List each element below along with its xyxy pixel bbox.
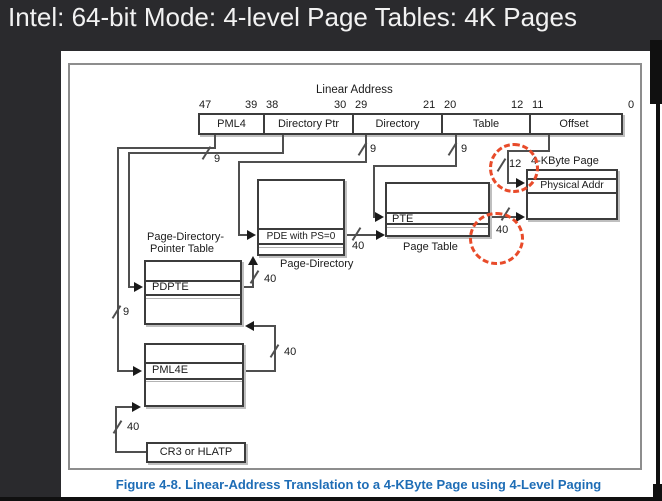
field-divider <box>263 115 265 133</box>
physical-addr-label: Physical Addr <box>540 179 604 191</box>
bit-label-30: 30 <box>334 99 347 111</box>
arrowhead <box>133 366 142 376</box>
connector-line <box>238 161 240 236</box>
page-directory-label: Page-Directory <box>280 258 354 270</box>
pdpte-entry-label: PDPTE <box>152 281 189 293</box>
connector-line <box>238 234 249 236</box>
arrowhead <box>247 230 256 240</box>
bit-label-47: 47 <box>199 99 212 111</box>
divider <box>146 280 240 282</box>
connector-line <box>117 370 135 372</box>
bus-width-pdpte-out: 40 <box>264 273 277 285</box>
bus-width-pml4e-out: 40 <box>284 346 297 358</box>
linear-address-box: PML4 Directory Ptr Directory Table Offse… <box>198 113 623 135</box>
arrowhead <box>376 230 385 240</box>
highlight-circle-offset <box>489 143 539 193</box>
figure-caption: Figure 4-8. Linear-Address Translation t… <box>115 477 602 492</box>
divider <box>259 247 343 248</box>
bit-label-21: 21 <box>423 99 436 111</box>
scrollbar-thumb[interactable] <box>650 40 662 104</box>
arrowhead <box>516 212 525 222</box>
connector-line <box>254 325 276 327</box>
field-divider <box>352 115 354 133</box>
field-divider <box>529 115 531 133</box>
divider <box>259 228 343 230</box>
arrowhead <box>248 256 258 265</box>
page-directory-box: PDE with PS=0 <box>257 179 345 256</box>
cr3-label: CR3 or HLATP <box>159 446 233 458</box>
scrollbar-track[interactable] <box>656 104 660 486</box>
arrowhead <box>132 402 141 412</box>
divider <box>387 223 488 225</box>
connector-line <box>455 135 457 167</box>
page-frame-label: 4-KByte Page <box>531 155 599 167</box>
bit-label-0: 0 <box>628 99 635 111</box>
connector-line <box>115 406 133 408</box>
arrowhead <box>134 282 143 292</box>
connector-line <box>115 451 147 453</box>
highlight-circle-pte <box>469 212 524 265</box>
connector-line <box>282 135 284 154</box>
divider <box>146 294 240 296</box>
connector-line <box>128 152 130 288</box>
bus-width-table: 9 <box>461 143 468 155</box>
pdpt-box: PDPTE <box>144 260 242 325</box>
pml4-table-box: PML4E <box>144 343 244 407</box>
pte-entry-label: PTE <box>392 213 414 225</box>
la-field-directory-ptr: Directory Ptr <box>277 118 340 130</box>
bit-label-20: 20 <box>444 99 457 111</box>
divider <box>387 227 488 228</box>
pde-entry-label: PDE with PS=0 <box>266 231 336 242</box>
connector-line <box>244 370 276 372</box>
pdpt-label-line2: Pointer Table <box>150 243 215 255</box>
divider <box>146 362 242 364</box>
bus-width-pml4: 9 <box>123 306 130 318</box>
bit-label-29: 29 <box>355 99 368 111</box>
pdpt-label-line1: Page-Directory- <box>147 231 225 243</box>
connector-line <box>238 161 367 163</box>
divider <box>528 192 616 194</box>
la-field-pml4: PML4 <box>217 118 246 130</box>
connector-line <box>214 135 216 149</box>
divider <box>146 381 242 382</box>
pml4e-entry-label: PML4E <box>152 364 189 376</box>
divider <box>528 178 616 180</box>
divider <box>146 298 240 299</box>
connector-line <box>128 286 136 288</box>
connector-line <box>242 286 254 288</box>
connector-line <box>373 165 457 167</box>
bus-width-directory-ptr: 9 <box>214 153 221 165</box>
bit-label-38: 38 <box>266 99 279 111</box>
page-frame-box: Physical Addr <box>526 169 618 220</box>
bit-label-39: 39 <box>245 99 258 111</box>
connector-line <box>548 135 550 152</box>
page-table-label: Page Table <box>403 241 458 253</box>
connector-line <box>117 147 119 372</box>
bus-width-pde-out: 40 <box>352 240 365 252</box>
la-field-offset: Offset <box>559 118 589 130</box>
arrowhead <box>245 321 254 331</box>
field-divider <box>441 115 443 133</box>
divider <box>387 212 488 214</box>
bit-label-12: 12 <box>511 99 524 111</box>
bus-width-directory: 9 <box>370 143 377 155</box>
bus-width-cr3: 40 <box>127 421 140 433</box>
connector-line <box>345 234 377 236</box>
slide-title: Intel: 64-bit Mode: 4-level Page Tables:… <box>8 2 577 32</box>
connector-line <box>373 165 375 218</box>
divider <box>146 378 242 380</box>
divider <box>259 243 343 245</box>
connector-line <box>117 147 216 149</box>
page-table-box: PTE <box>385 182 490 237</box>
connector-line <box>365 135 367 163</box>
bottom-bar <box>0 497 662 501</box>
scrollbar-corner <box>653 484 662 501</box>
bit-label-11: 11 <box>532 99 544 111</box>
la-field-table: Table <box>472 118 500 130</box>
arrowhead <box>375 212 384 222</box>
cr3-box: CR3 or HLATP <box>146 442 246 463</box>
la-field-directory: Directory <box>375 118 420 130</box>
linear-address-title: Linear Address <box>316 84 393 96</box>
